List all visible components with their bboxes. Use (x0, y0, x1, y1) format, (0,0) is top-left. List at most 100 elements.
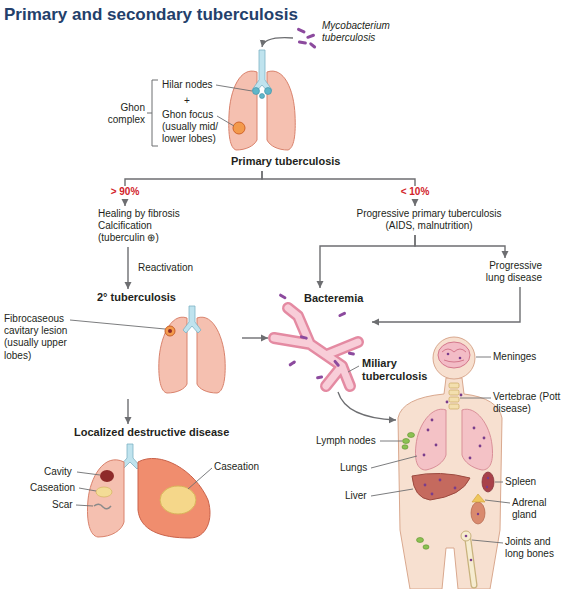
hilar-nodes (260, 94, 265, 99)
part-label: Spleen (505, 476, 536, 488)
mycobacterium (297, 27, 317, 49)
connector-arrow (262, 171, 415, 206)
body-figure (433, 337, 475, 379)
part-label: Adrenal gland (512, 497, 560, 521)
cavitary-lesion (165, 326, 175, 336)
blood-vessel (274, 308, 358, 386)
plus-sign: + (184, 95, 190, 107)
leader-line (380, 441, 402, 442)
part-label: Meninges (493, 351, 536, 363)
mycobacterium (298, 40, 307, 45)
node-text: Localized destructive disease (74, 426, 230, 439)
miliary-foci (477, 513, 479, 515)
trachea (183, 306, 201, 333)
miliary-foci (469, 457, 472, 460)
leader-line (495, 482, 503, 483)
flow-step-region: 2° tuberculosis (95, 289, 242, 399)
ghon-bracket (147, 80, 158, 146)
bacteria (316, 375, 323, 379)
leader-line (77, 472, 100, 475)
node-text: Progressive lung disease (478, 260, 542, 284)
adrenal-gland (472, 494, 485, 502)
connector-arrow (125, 171, 262, 206)
miliary-foci (483, 437, 486, 440)
connector-arrow (127, 247, 128, 289)
caseous-lung (138, 458, 210, 538)
leader-line (216, 85, 252, 91)
destroyed-lung (94, 504, 111, 509)
miliary-foci (460, 394, 463, 397)
bacteria (279, 293, 287, 300)
trachea (252, 50, 272, 93)
lymph-nodes (417, 538, 424, 543)
part-label: Lungs (340, 462, 367, 474)
part-label: Scar (52, 499, 73, 511)
cavitary-lesion (168, 329, 172, 333)
miliary-foci (454, 487, 457, 490)
miliary-foci (479, 445, 482, 448)
ghon-focus (233, 122, 245, 134)
caseous-lung (138, 458, 210, 538)
lymph-nodes (403, 439, 410, 444)
secondary-lungs (197, 317, 225, 393)
trachea (183, 306, 201, 333)
miliary-foci (423, 454, 426, 457)
leader-line (348, 366, 359, 372)
body-figure (398, 378, 502, 589)
body-lungs (462, 409, 493, 470)
node-text: Healing by fibrosis Calcification (tuber… (98, 208, 190, 245)
miliary-foci (486, 486, 488, 488)
bacteria (348, 351, 355, 355)
leader-line (70, 85, 510, 543)
bacteria (300, 335, 309, 340)
leader-line (70, 320, 165, 329)
leader-line (76, 505, 93, 506)
spleen (482, 472, 494, 492)
mycobacterium (309, 42, 317, 49)
infection-arrow (262, 38, 293, 47)
connector-arrow (415, 235, 505, 258)
lymph-nodes (408, 433, 415, 438)
vertebrae (449, 383, 459, 409)
node-text: Progressive primary tuberculosis (AIDS, … (350, 208, 508, 232)
destroyed-lung (100, 470, 114, 482)
miliary-foci (473, 427, 476, 430)
edge-label: < 10% (399, 186, 432, 198)
leader-line (371, 456, 417, 468)
leader-line (472, 540, 503, 543)
body-lungs (415, 409, 446, 470)
flow-step-region: Bacteremia (268, 288, 372, 350)
node-text: Primary tuberculosis (231, 155, 341, 168)
cavitary-lesion (165, 326, 175, 336)
body-lungs (415, 409, 492, 470)
flow-step: Healing by fibrosis Calcification (tuber… (96, 206, 192, 247)
hilar-nodes (253, 88, 272, 99)
miliary-foci (470, 559, 473, 562)
miliary-foci (427, 429, 430, 432)
part-label: Cavity (44, 466, 72, 478)
node-text: Bacteremia (304, 292, 370, 305)
organism-label: Mycobacterium tuberculosis (322, 20, 398, 44)
part-label: Lymph nodes (316, 435, 376, 447)
bacteria (333, 359, 340, 367)
liver (412, 473, 470, 500)
node-text: 2° tuberculosis (97, 291, 240, 304)
primary-lungs (229, 71, 257, 150)
miliary-foci (447, 353, 450, 356)
destroyed-lung (96, 487, 112, 497)
miliary-foci (465, 535, 468, 538)
spread-arrow (338, 392, 396, 420)
diagram-title: Primary and secondary tuberculosis (4, 5, 298, 25)
miliary-foci (439, 479, 442, 482)
part-label: Liver (345, 490, 367, 502)
part-label: Fibrocaseous cavitary lesion (usually up… (4, 313, 76, 362)
destroyed-lung (87, 460, 124, 537)
spread-arrow (338, 392, 396, 420)
vertebrae (449, 397, 459, 402)
miliary-foci (431, 493, 434, 496)
caseous-lung (160, 486, 196, 514)
miliary-foci (435, 444, 438, 447)
miliary-foci (423, 353, 490, 562)
